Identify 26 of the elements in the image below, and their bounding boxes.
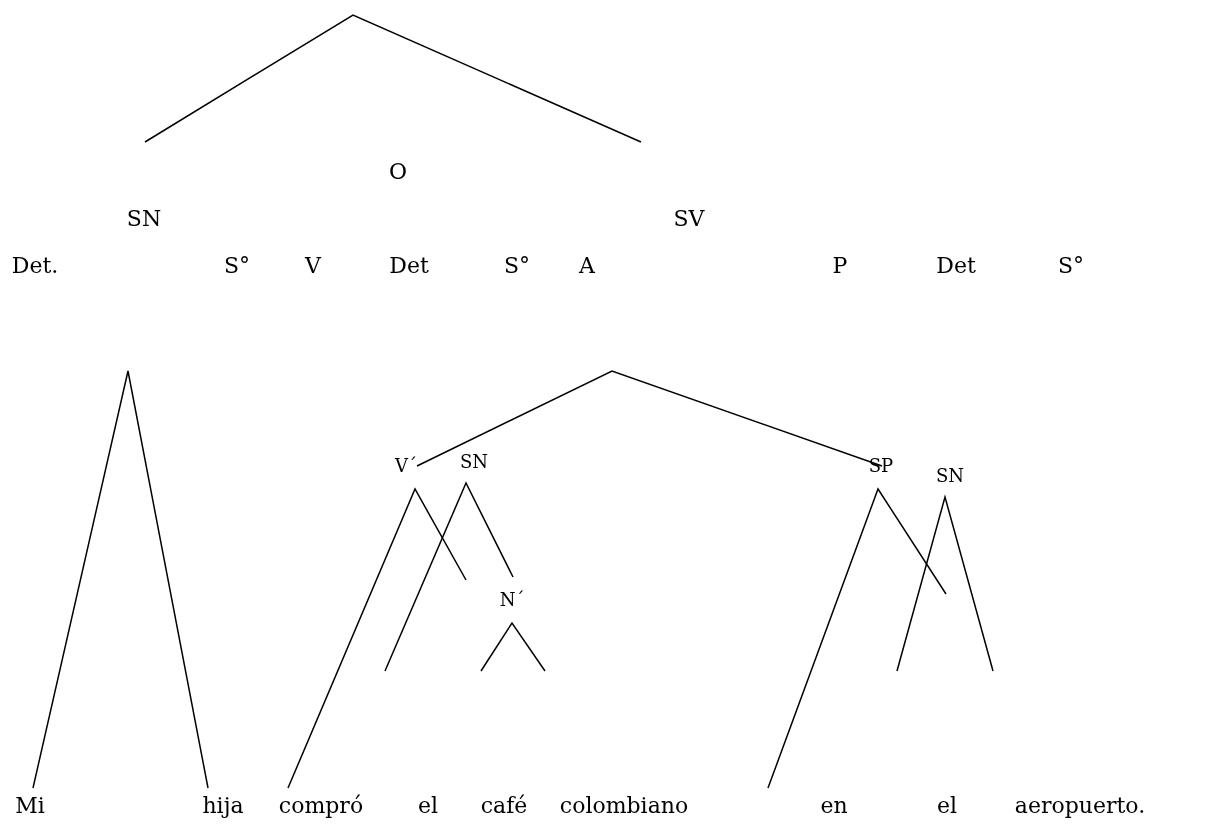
word-label: café (480, 795, 528, 817)
node-label: O (389, 161, 407, 183)
word-label: aeropuerto. (1014, 795, 1146, 817)
node-label: SN (126, 208, 162, 230)
word-label: el (936, 795, 958, 817)
node-label: S° (503, 255, 531, 277)
node-label: A (579, 255, 595, 277)
node-label: Det (936, 255, 976, 277)
word-label: el (417, 795, 439, 817)
node-label: SN (935, 467, 965, 485)
word-label: hija (202, 795, 244, 817)
node-label: V´ (395, 457, 417, 475)
word-label: colombiano (559, 795, 689, 817)
node-label: SN (459, 453, 489, 471)
node-label: V (305, 255, 321, 277)
node-label: Det (389, 255, 429, 277)
node-label: S° (223, 255, 251, 277)
word-label: compró (278, 795, 364, 817)
word-label: en (820, 795, 848, 817)
node-label: S° (1057, 255, 1085, 277)
node-label: SV (673, 208, 705, 230)
word-label: Mi (15, 795, 45, 817)
node-label: Det. (11, 255, 59, 277)
node-label: N´ (499, 591, 525, 609)
node-label: SP (868, 457, 894, 475)
node-label: P (832, 255, 848, 277)
